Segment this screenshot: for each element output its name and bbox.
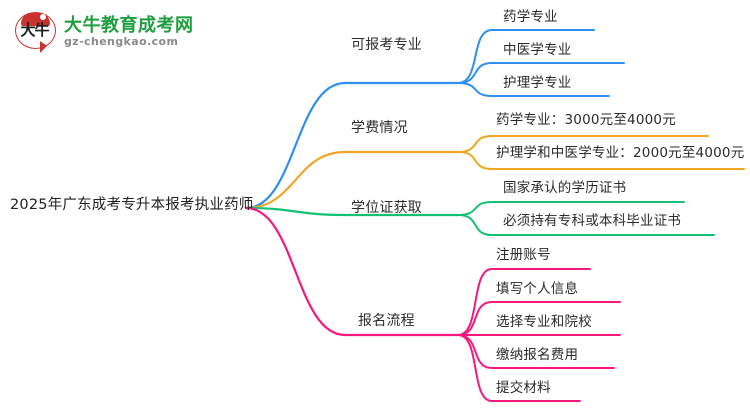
mindmap-leaf-item[interactable]: 中医学专业 xyxy=(503,42,572,58)
logo-mark-text: 大牛 xyxy=(20,21,49,39)
mindmap-leaf-item[interactable]: 国家承认的学历证书 xyxy=(503,180,627,196)
mindmap-branch-baomingliucheng[interactable]: 报名流程 xyxy=(358,313,415,329)
site-logo-header: 大牛 大牛教育成考网 gz-chengkao.com xyxy=(14,8,204,56)
mindmap-leaf-item[interactable]: 填写个人信息 xyxy=(496,281,579,297)
speech-bubble-tail xyxy=(40,41,47,53)
site-name: 大牛教育成考网 xyxy=(64,14,194,36)
logo-text-block: 大牛教育成考网 gz-chengkao.com xyxy=(64,14,194,49)
graduation-cap-shape xyxy=(21,13,50,26)
mindmap-leaf-item[interactable]: 护理学专业 xyxy=(503,75,572,91)
mindmap-branch-xuefeiqingkuang[interactable]: 学费情况 xyxy=(351,120,408,136)
mindmap-leaf-item[interactable]: 药学专业：3000元至4000元 xyxy=(496,112,676,128)
mindmap-leaf-item[interactable]: 护理学和中医学专业：2000元至4000元 xyxy=(496,145,745,161)
brand-logo-icon: 大牛 xyxy=(14,10,58,54)
mindmap-root-node[interactable]: 2025年广东成考专升本报考执业药师 xyxy=(10,197,254,213)
mindmap-leaf-item[interactable]: 选择专业和院校 xyxy=(496,314,592,330)
mindmap-leaf-item[interactable]: 必须持有专科或本科毕业证书 xyxy=(503,213,682,229)
mindmap-leaf-item[interactable]: 缴纳报名费用 xyxy=(496,347,579,363)
site-url: gz-chengkao.com xyxy=(64,35,179,49)
mindmap-leaf-item[interactable]: 注册账号 xyxy=(496,247,551,263)
mindmap-leaf-item[interactable]: 提交材料 xyxy=(496,380,551,396)
mindmap-branch-xueweizhenghuoqu[interactable]: 学位证获取 xyxy=(351,200,422,216)
mindmap-leaf-item[interactable]: 药学专业 xyxy=(503,9,558,25)
cap-dot-icon xyxy=(40,14,46,20)
mindmap-branch-kebaokaozhuanye[interactable]: 可报考专业 xyxy=(351,37,422,53)
